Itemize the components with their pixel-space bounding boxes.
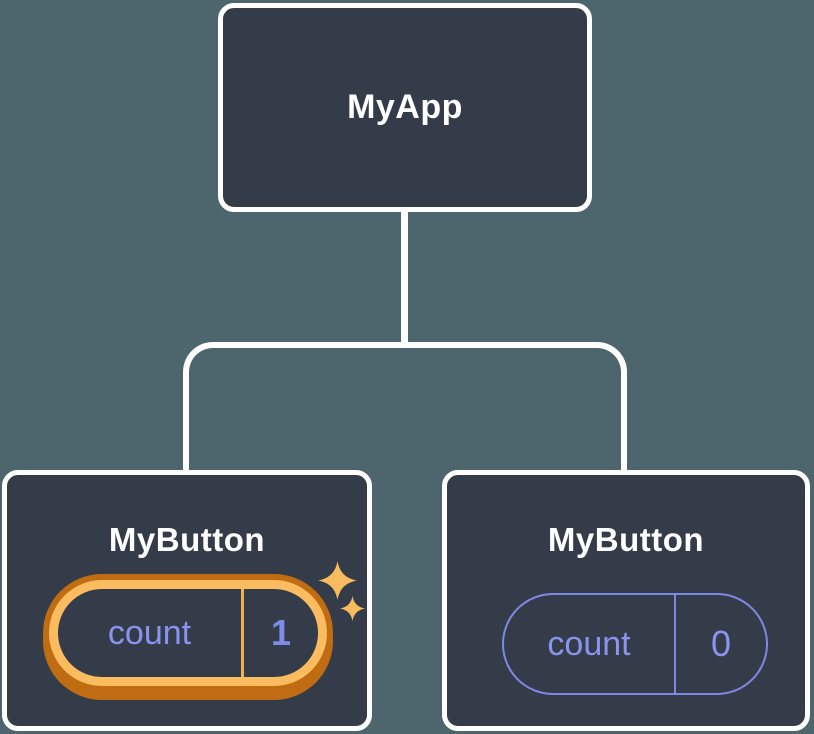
state-key-cell: count (504, 595, 674, 693)
sparkle-icon (318, 561, 357, 600)
root-node-myapp: MyApp (218, 3, 592, 212)
state-pill-plain: count 0 (502, 593, 768, 695)
connector-branch (183, 342, 627, 473)
state-pill-divider (241, 589, 244, 677)
state-value-label: 1 (270, 612, 292, 653)
state-pill-highlighted: count 1 (49, 580, 327, 686)
state-value-cell: 1 (244, 589, 318, 677)
state-key-cell: count (58, 589, 241, 677)
root-node-label: MyApp (347, 88, 463, 126)
state-value-label: 0 (710, 623, 732, 664)
state-key-label: count (547, 624, 631, 663)
state-key-label: count (107, 613, 192, 652)
child-node-label: MyButton (108, 521, 266, 558)
state-pill-divider (674, 595, 676, 693)
child-node-mybutton-right: MyButton count 0 (442, 470, 810, 731)
connector-root-stub (401, 207, 408, 348)
child-node-mybutton-left: MyButton count 1 (2, 470, 372, 731)
state-value-cell: 0 (676, 595, 766, 693)
child-node-label: MyButton (547, 521, 705, 558)
sparkle-icon (340, 596, 365, 621)
